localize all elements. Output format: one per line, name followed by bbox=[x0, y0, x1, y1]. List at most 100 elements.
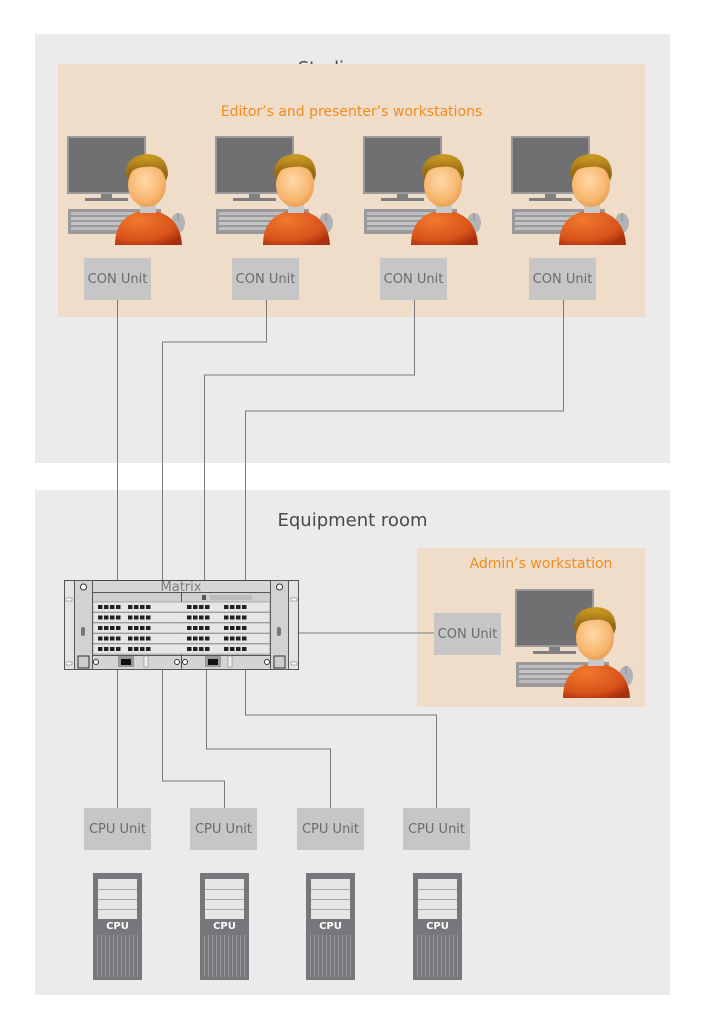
drive-bays bbox=[98, 879, 137, 919]
drive-bays bbox=[418, 879, 457, 919]
cpu-unit[interactable]: CPU Unit bbox=[297, 808, 364, 850]
matrix-port bbox=[199, 647, 204, 651]
matrix-port bbox=[193, 647, 198, 651]
matrix-port bbox=[199, 605, 204, 609]
matrix-port bbox=[187, 605, 192, 609]
matrix-port bbox=[146, 615, 151, 620]
matrix-port bbox=[230, 605, 235, 609]
matrix-port bbox=[146, 605, 151, 609]
matrix-port bbox=[98, 626, 103, 630]
studio-con-unit[interactable]: CON Unit bbox=[232, 258, 299, 300]
matrix-port bbox=[242, 636, 247, 641]
matrix-port bbox=[128, 647, 133, 651]
matrix-port bbox=[193, 615, 198, 620]
matrix-port bbox=[193, 626, 198, 630]
matrix-port bbox=[140, 636, 145, 641]
matrix-port bbox=[236, 605, 241, 609]
matrix-port bbox=[199, 615, 204, 620]
matrix-port-row bbox=[92, 612, 271, 623]
drive-bay-divider bbox=[205, 909, 244, 910]
cpu-vents bbox=[97, 935, 138, 977]
matrix-port bbox=[104, 615, 109, 620]
matrix-port bbox=[140, 626, 145, 630]
matrix-port bbox=[205, 626, 210, 630]
matrix-port bbox=[199, 626, 204, 630]
matrix-port bbox=[230, 636, 235, 641]
matrix-port bbox=[98, 636, 103, 641]
matrix-port bbox=[98, 647, 103, 651]
matrix-port bbox=[236, 626, 241, 630]
workstation-user-icon bbox=[515, 589, 633, 698]
kvm-matrix[interactable]: Matrix bbox=[64, 580, 299, 670]
cpu-unit[interactable]: CPU Unit bbox=[190, 808, 257, 850]
matrix-port bbox=[187, 636, 192, 641]
matrix-port bbox=[110, 626, 115, 630]
matrix-port bbox=[205, 647, 210, 651]
matrix-port bbox=[236, 647, 241, 651]
matrix-port bbox=[205, 605, 210, 609]
drive-bay-divider bbox=[205, 889, 244, 890]
matrix-port bbox=[104, 636, 109, 641]
matrix-port bbox=[110, 636, 115, 641]
matrix-port bbox=[230, 647, 235, 651]
matrix-port bbox=[116, 605, 121, 609]
cpu-unit[interactable]: CPU Unit bbox=[403, 808, 470, 850]
studio-con-unit[interactable]: CON Unit bbox=[529, 258, 596, 300]
cpu-tower-icon: CPU bbox=[93, 873, 142, 980]
matrix-port bbox=[116, 615, 121, 620]
matrix-port bbox=[187, 615, 192, 620]
matrix-port bbox=[230, 615, 235, 620]
cable-con3-matrix bbox=[204, 300, 415, 580]
matrix-port bbox=[110, 647, 115, 651]
drive-bay-divider bbox=[205, 899, 244, 900]
cpu-tower-icon: CPU bbox=[200, 873, 249, 980]
matrix-port bbox=[146, 626, 151, 630]
matrix-port bbox=[110, 615, 115, 620]
matrix-port-row bbox=[92, 643, 271, 655]
matrix-port bbox=[128, 615, 133, 620]
matrix-port bbox=[193, 605, 198, 609]
drive-bay-divider bbox=[418, 909, 457, 910]
matrix-port bbox=[128, 626, 133, 630]
matrix-port bbox=[110, 605, 115, 609]
admin-con-unit[interactable]: CON Unit bbox=[434, 613, 501, 655]
matrix-port bbox=[193, 636, 198, 641]
matrix-port bbox=[116, 626, 121, 630]
cable-matrix-cpu2 bbox=[162, 670, 225, 808]
matrix-port bbox=[134, 636, 139, 641]
matrix-port bbox=[140, 647, 145, 651]
matrix-port-row bbox=[92, 633, 271, 644]
matrix-port bbox=[128, 636, 133, 641]
matrix-port bbox=[205, 615, 210, 620]
drive-bay-divider bbox=[98, 899, 137, 900]
matrix-port bbox=[224, 626, 229, 630]
drive-bays bbox=[205, 879, 244, 919]
drive-bay-divider bbox=[311, 899, 350, 900]
studio-con-unit[interactable]: CON Unit bbox=[380, 258, 447, 300]
matrix-port bbox=[242, 647, 247, 651]
matrix-port bbox=[205, 636, 210, 641]
cpu-tower-label: CPU bbox=[426, 921, 449, 932]
matrix-port bbox=[134, 647, 139, 651]
matrix-port bbox=[98, 615, 103, 620]
matrix-port bbox=[230, 626, 235, 630]
matrix-port bbox=[146, 647, 151, 651]
matrix-port bbox=[116, 647, 121, 651]
cpu-tower-label: CPU bbox=[106, 921, 129, 932]
cpu-vents bbox=[417, 935, 458, 977]
cpu-tower-icon: CPU bbox=[413, 873, 462, 980]
editor-presenter-zone-title: Editor’s and presenter’s workstations bbox=[220, 104, 483, 120]
workstation-user-icon bbox=[215, 136, 333, 245]
cable-con2-matrix bbox=[162, 300, 267, 580]
matrix-port bbox=[116, 636, 121, 641]
drive-bays bbox=[311, 879, 350, 919]
drive-bay-divider bbox=[98, 889, 137, 890]
matrix-port bbox=[104, 626, 109, 630]
matrix-label: Matrix bbox=[161, 580, 202, 595]
kvm-matrix-switch-icon: Matrix bbox=[64, 580, 299, 670]
cpu-unit[interactable]: CPU Unit bbox=[84, 808, 151, 850]
cable-matrix-cpu3 bbox=[206, 670, 331, 808]
cpu-tower-label: CPU bbox=[213, 921, 236, 932]
drive-bay-divider bbox=[98, 909, 137, 910]
studio-con-unit[interactable]: CON Unit bbox=[84, 258, 151, 300]
